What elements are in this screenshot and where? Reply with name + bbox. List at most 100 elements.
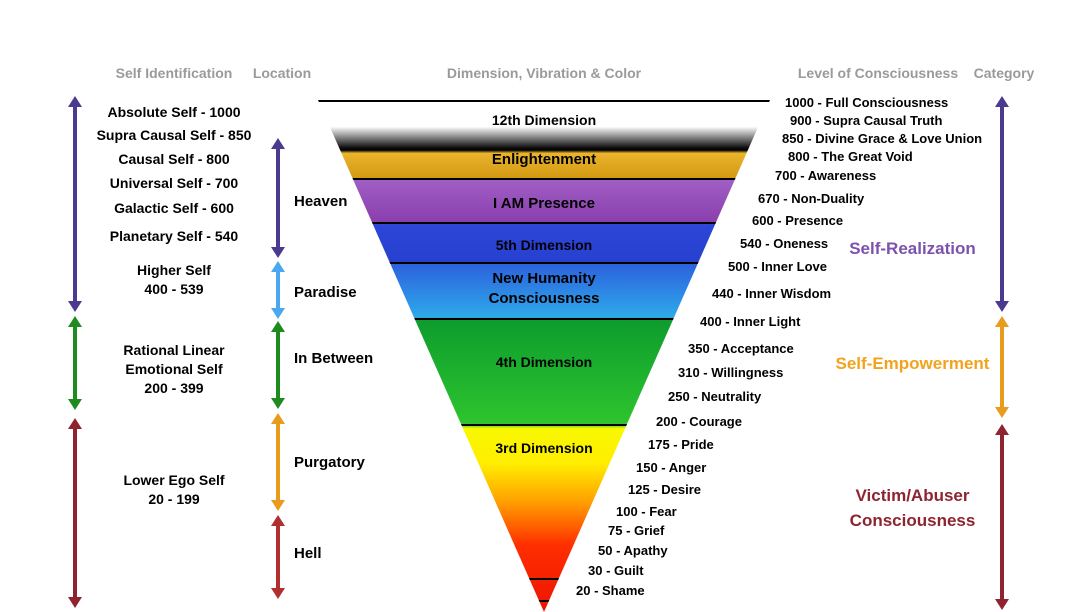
arrow-victim-abuser (995, 424, 1009, 610)
category-self-realization: Self-Realization (849, 239, 976, 258)
arrow-head-up-icon (271, 515, 285, 526)
level-item: 540 - Oneness (740, 236, 829, 251)
header-dimension-vibration: Dimension, Vibration & Color (446, 65, 642, 81)
arrow-head-down-icon (271, 308, 285, 319)
level-item: 850 - Divine Grace & Love Union (782, 131, 983, 146)
level-item: 150 - Anger (636, 460, 707, 475)
self-identification-item: Planetary Self - 540 (109, 228, 239, 244)
arrow-head-up-icon (271, 138, 285, 149)
location-label-in-between: In Between (294, 350, 374, 367)
arrow-hell (271, 515, 285, 599)
arrow-head-down-icon (68, 399, 82, 410)
arrow-shaft (276, 269, 280, 311)
arrow-head-up-icon (995, 424, 1009, 435)
self-identification-item: Absolute Self - 1000 (107, 104, 241, 120)
arrow-head-down-icon (995, 599, 1009, 610)
level-item: 75 - Grief (608, 523, 665, 538)
level-item: 200 - Courage (656, 414, 742, 429)
arrow-head-up-icon (68, 96, 82, 107)
level-item: 100 - Fear (616, 504, 677, 519)
level-item: 175 - Pride (648, 437, 714, 452)
arrow-shaft (276, 421, 280, 503)
band-separator (318, 318, 770, 320)
band-separator (318, 424, 770, 426)
category-self-empowerment: Self-Empowerment (835, 354, 990, 373)
self-identification-item: Lower Ego Self 20 - 199 (123, 472, 225, 507)
header-self-identification: Self Identification (115, 65, 233, 81)
self-identification-item: Supra Causal Self - 850 (96, 127, 252, 143)
band-separator (318, 262, 770, 264)
location-label-hell: Hell (294, 545, 322, 562)
band-separator (318, 100, 770, 102)
level-item: 600 - Presence (752, 213, 844, 228)
arrow-rational-self-range (68, 316, 82, 410)
level-item: 400 - Inner Light (700, 314, 801, 329)
arrow-shaft (276, 523, 280, 591)
level-item: 125 - Desire (628, 482, 701, 497)
arrow-shaft (276, 146, 280, 250)
arrow-head-down-icon (995, 301, 1009, 312)
level-item: 670 - Non-Duality (758, 191, 865, 206)
level-item: 350 - Acceptance (688, 341, 794, 356)
level-item: 440 - Inner Wisdom (712, 286, 832, 301)
arrow-head-down-icon (271, 500, 285, 511)
funnel-band-label-3rd-dimension: 3rd Dimension (495, 440, 593, 456)
arrow-shaft (73, 104, 77, 304)
level-item: 310 - Willingness (678, 365, 784, 380)
arrow-head-down-icon (68, 301, 82, 312)
arrow-shaft (73, 426, 77, 600)
arrow-shaft (276, 329, 280, 401)
self-identification-item: Universal Self - 700 (109, 175, 239, 191)
arrow-head-up-icon (995, 96, 1009, 107)
band-separator (318, 600, 770, 602)
arrow-head-down-icon (68, 597, 82, 608)
arrow-head-up-icon (271, 261, 285, 272)
self-identification-item: Galactic Self - 600 (114, 200, 234, 216)
arrow-head-up-icon (271, 413, 285, 424)
location-label-heaven: Heaven (294, 193, 348, 210)
arrow-head-down-icon (271, 247, 285, 258)
arrow-shaft (73, 324, 77, 402)
arrow-higher-selves-range (68, 96, 82, 312)
level-item: 700 - Awareness (775, 168, 877, 183)
funnel-band-label-i-am-presence: I AM Presence (493, 195, 595, 212)
arrow-shaft (1000, 324, 1004, 410)
self-identification-item: Causal Self - 800 (118, 151, 230, 167)
location-label-purgatory: Purgatory (294, 454, 365, 471)
band-separator (318, 178, 770, 180)
arrow-head-down-icon (995, 407, 1009, 418)
funnel-band-label-enlightenment: Enlightenment (491, 151, 597, 168)
arrow-self-empowerment (995, 316, 1009, 418)
arrow-head-up-icon (68, 418, 82, 429)
band-separator (318, 578, 770, 580)
arrow-self-realization (995, 96, 1009, 312)
arrow-head-down-icon (271, 588, 285, 599)
funnel-band-label-5th-dimension: 5th Dimension (495, 237, 593, 253)
arrow-shaft (1000, 104, 1004, 304)
funnel-band-label-4th-dimension: 4th Dimension (495, 354, 593, 370)
arrow-heaven (271, 138, 285, 258)
funnel-band-label-12th-dimension: 12th Dimension (491, 112, 597, 128)
level-item: 20 - Shame (576, 583, 645, 598)
band-separator (318, 222, 770, 224)
arrow-shaft (1000, 432, 1004, 602)
funnel-band-label-new-humanity: New Humanity Consciousness (488, 270, 600, 307)
self-identification-item: Higher Self 400 - 539 (137, 262, 211, 297)
consciousness-funnel: 12th Dimension Enlightenment I AM Presen… (318, 100, 770, 612)
level-item: 500 - Inner Love (728, 259, 827, 274)
level-item: 800 - The Great Void (788, 149, 913, 164)
header-level-of-consciousness: Level of Consciousness (797, 65, 959, 81)
arrow-paradise (271, 261, 285, 319)
level-item: 1000 - Full Consciousness (785, 95, 949, 110)
arrow-in-between (271, 321, 285, 409)
header-location: Location (252, 65, 312, 81)
category-victim-abuser: Victim/Abuser Consciousness (849, 486, 976, 530)
level-item: 50 - Apathy (598, 543, 668, 558)
arrow-head-up-icon (271, 321, 285, 332)
arrow-head-up-icon (68, 316, 82, 327)
arrow-head-up-icon (995, 316, 1009, 327)
arrow-head-down-icon (271, 398, 285, 409)
arrow-purgatory (271, 413, 285, 511)
self-identification-item: Rational Linear Emotional Self 200 - 399 (123, 342, 225, 396)
